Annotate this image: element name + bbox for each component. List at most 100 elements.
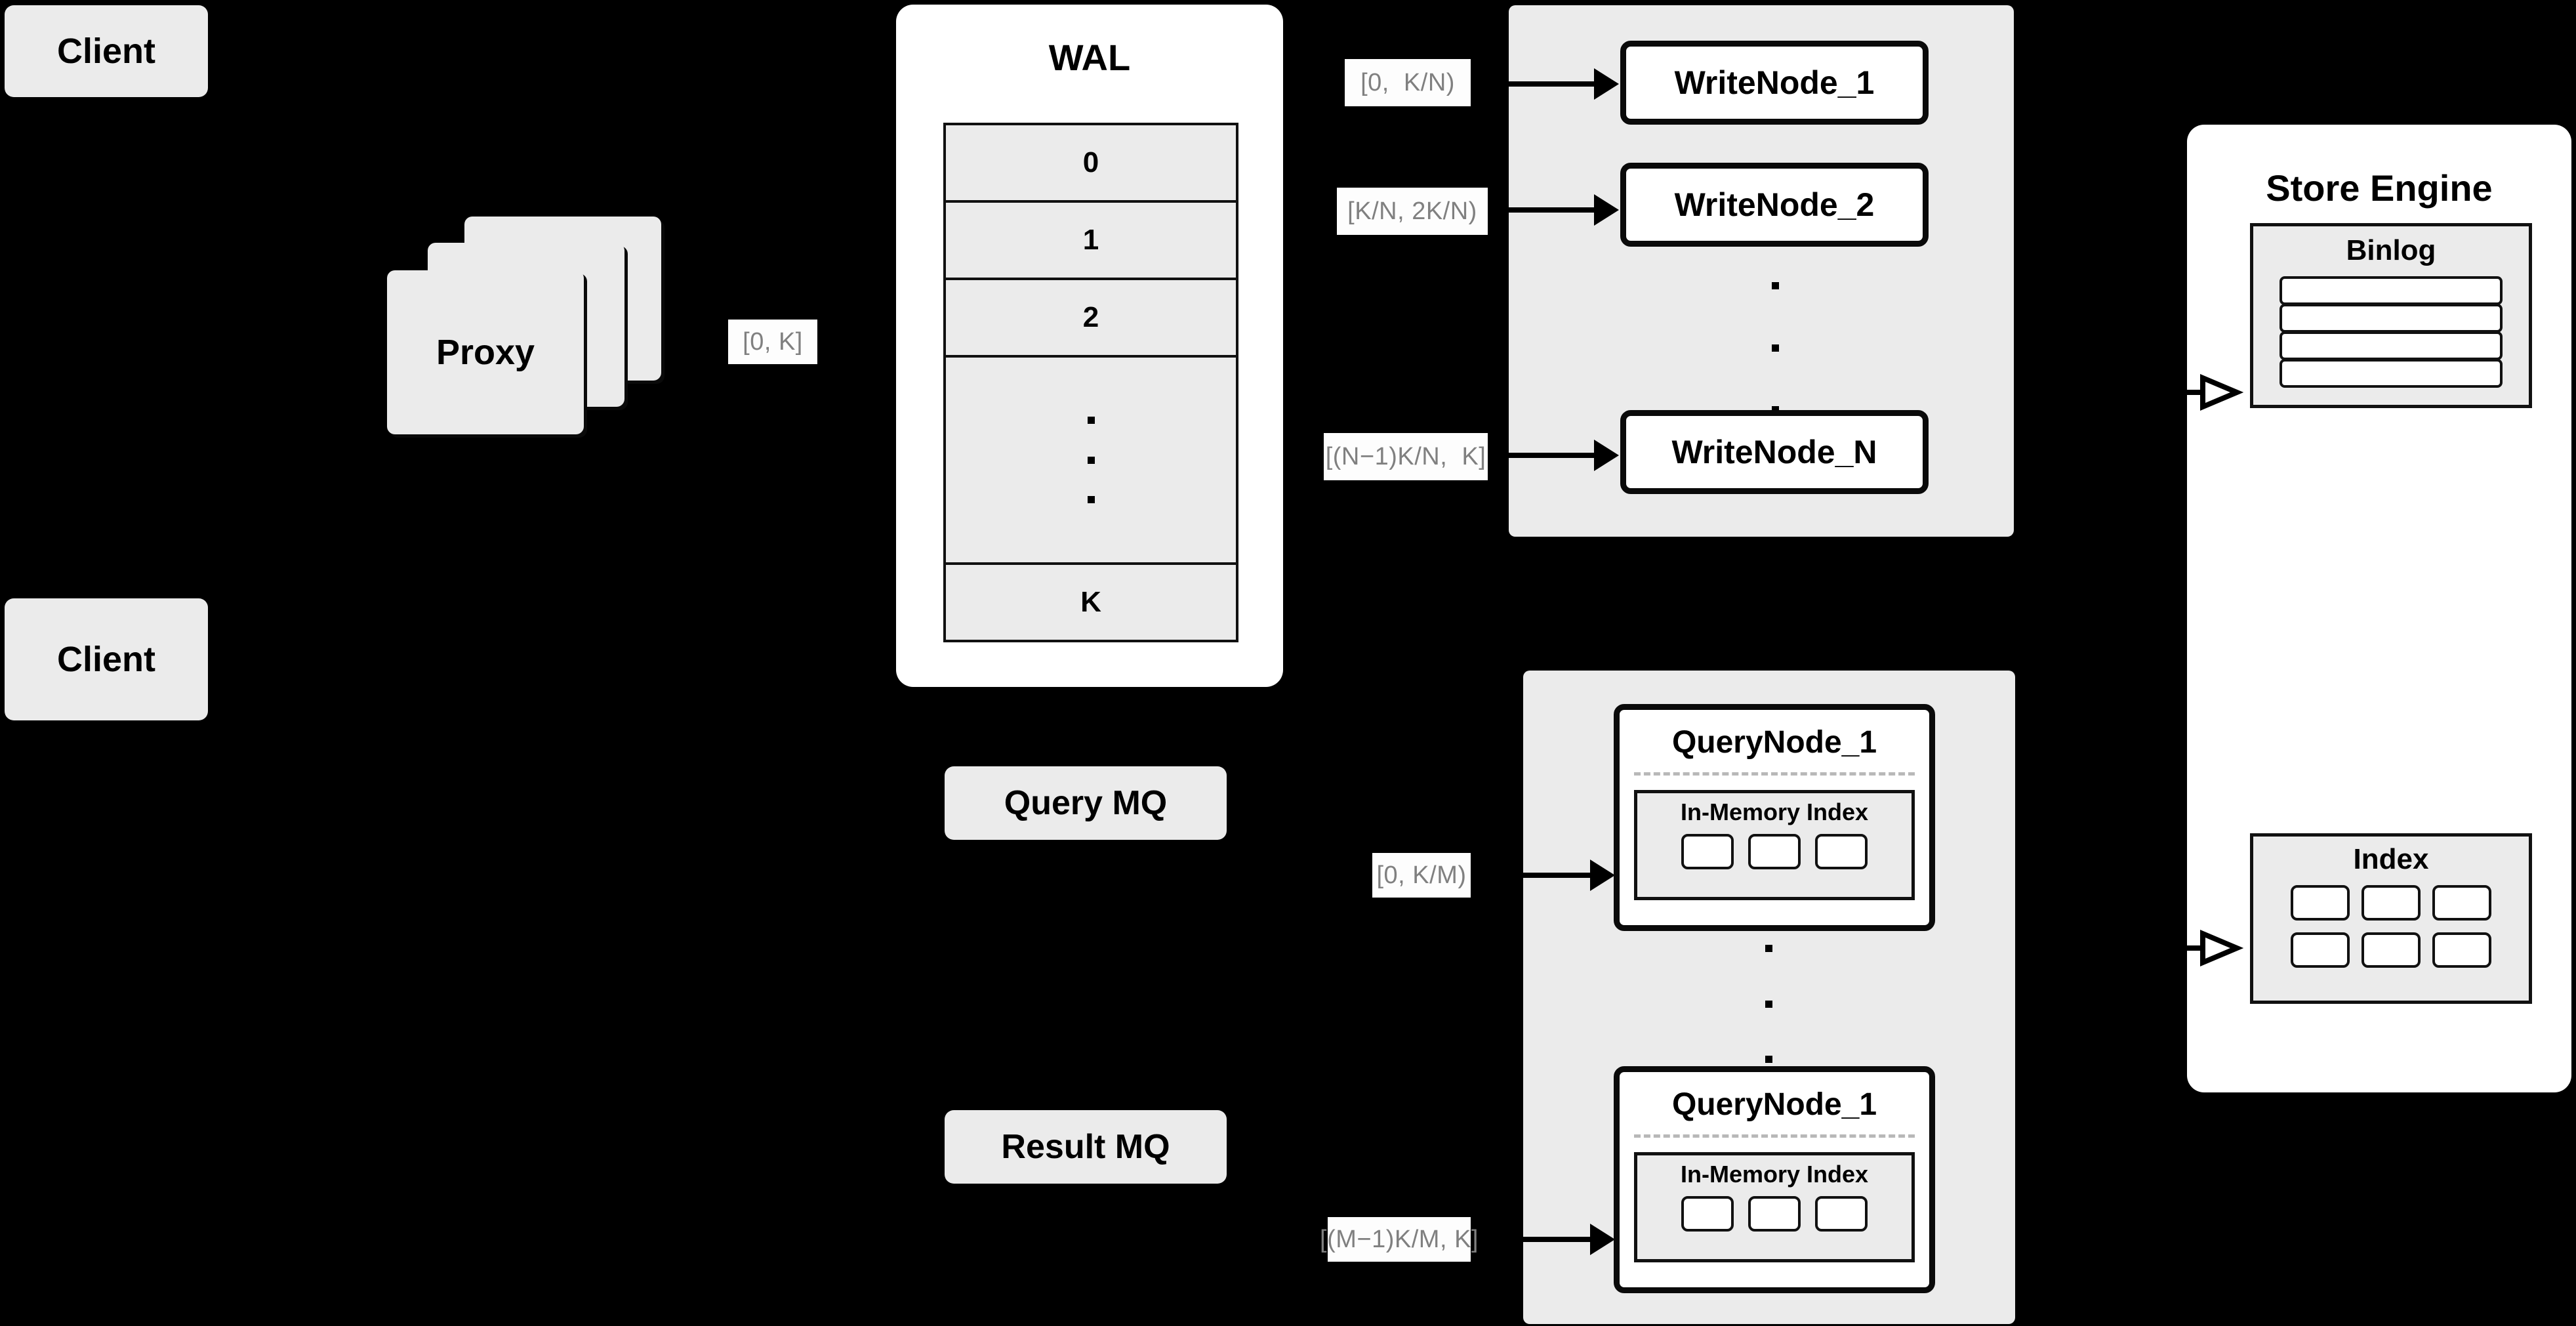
wal-card: WAL 0 1 2 K [896,5,1283,687]
binlog-rows [2280,276,2503,388]
proxy-label: Proxy [436,333,535,372]
binlog-row[interactable] [2280,276,2503,305]
arrow-shaft [1490,1237,1590,1242]
arrow-head-filled-icon [1594,194,1619,226]
write-node-2[interactable]: WriteNode_2 [1620,163,1929,247]
arrow-head-filled-icon [1590,860,1615,891]
index-tile[interactable] [1681,1196,1734,1232]
store-index-tile[interactable] [2291,885,2350,921]
index-tile[interactable] [1815,834,1868,869]
index-title-text: Index [2353,843,2429,875]
write-panel-ellipsis [1771,282,1779,413]
wal-cell-ellipsis [943,355,1238,562]
arrow-to-query-node-2 [1490,1224,1622,1255]
index-tile[interactable] [1748,1196,1801,1232]
query-node-2-range-label: [(M−1)K/M, K] [1320,1217,1478,1262]
arrow-head-filled-icon [1590,1224,1615,1255]
store-index-tile[interactable] [2361,932,2421,968]
query-node-2-label: QueryNode_1 [1671,1087,1877,1122]
store-engine-title-text: Store Engine [2266,167,2493,209]
write-node-1[interactable]: WriteNode_1 [1620,41,1929,125]
arrow-shaft [1494,207,1594,213]
store-engine-card: Store Engine Binlog Index [2187,125,2571,1092]
arrow-to-query-node-1 [1490,860,1622,891]
query-node-2-divider [1634,1134,1915,1138]
arrow-to-write-node-n [1494,440,1625,471]
store-index-tile[interactable] [2432,885,2491,921]
arrow-to-binlog [2165,373,2263,412]
arrow-shaft [1494,81,1594,87]
arrow-head-filled-icon [1594,440,1619,471]
arrow-head-filled-icon [1594,68,1619,100]
write-node-n-range-text: [(N−1)K/N, K] [1325,442,1486,470]
result-mq-label: Result MQ [1001,1128,1170,1166]
index-box[interactable]: Index [2250,833,2532,1004]
in-memory-index-2[interactable]: In-Memory Index [1634,1152,1915,1262]
proxy-output-range-text: [0, K] [743,327,803,356]
wal-cell[interactable]: 1 [943,200,1238,278]
write-node-1-range-label: [0, K/N) [1345,59,1471,106]
query-node-2-title: QueryNode_1 [1620,1087,1929,1123]
write-node-n-range-label: [(N−1)K/N, K] [1324,433,1488,480]
index-tile[interactable] [1681,834,1734,869]
store-engine-title: Store Engine [2187,167,2571,209]
in-memory-index-1-title: In-Memory Index [1637,798,1912,826]
in-memory-index-2-title: In-Memory Index [1637,1161,1912,1188]
wal-cell-text: K [1080,586,1101,618]
query-mq-box[interactable]: Query MQ [945,766,1227,840]
arrow-to-index [2165,928,2263,968]
result-mq-box[interactable]: Result MQ [945,1110,1227,1184]
write-node-n[interactable]: WriteNode_N [1620,410,1929,494]
wal-cell-text: 0 [1082,146,1099,178]
query-panel-ellipsis [1765,945,1772,1063]
write-node-2-range-label: [K/N, 2K/N) [1337,188,1488,235]
wal-title: WAL [896,36,1283,79]
query-node-1-range-label: [0, K/M) [1372,853,1471,898]
client-box-1[interactable]: Client [5,5,208,97]
binlog-row[interactable] [2280,359,2503,388]
binlog-title-text: Binlog [2346,234,2436,266]
query-node-1-title: QueryNode_1 [1620,724,1929,760]
arrow-head-open-icon [2165,929,2244,967]
arrow-to-write-node-1 [1494,68,1625,100]
in-memory-index-1-label: In-Memory Index [1680,798,1869,825]
store-index-tile[interactable] [2432,932,2491,968]
in-memory-index-2-label: In-Memory Index [1680,1161,1869,1188]
binlog-row[interactable] [2280,331,2503,360]
proxy-card-front[interactable]: Proxy [387,270,584,434]
client-box-2[interactable]: Client [5,598,208,720]
binlog-row[interactable] [2280,304,2503,333]
wal-cell-text: 1 [1082,224,1099,256]
wal-cell-text: 2 [1082,301,1099,333]
query-node-2-range-text: [(M−1)K/M, K] [1320,1225,1479,1253]
wal-cell[interactable]: 2 [943,278,1238,355]
query-node-1[interactable]: QueryNode_1 In-Memory Index [1614,704,1935,931]
binlog-title: Binlog [2253,234,2529,267]
wal-title-text: WAL [1048,37,1131,78]
index-title: Index [2253,843,2529,876]
proxy-stack[interactable]: Proxy [380,217,676,440]
wal-cell[interactable]: K [943,562,1238,642]
query-node-2[interactable]: QueryNode_1 In-Memory Index [1614,1066,1935,1293]
query-node-1-divider [1634,772,1915,776]
index-tile-grid [2273,885,2509,968]
wal-ellipsis-dots [1087,417,1095,503]
write-node-2-label: WriteNode_2 [1674,186,1875,223]
client-label-1: Client [56,31,155,71]
wal-cell[interactable]: 0 [943,123,1238,200]
proxy-output-range-label: [0, K] [728,320,817,364]
store-index-tile[interactable] [2361,885,2421,921]
write-node-1-label: WriteNode_1 [1674,64,1875,101]
in-memory-index-2-tiles [1637,1196,1912,1232]
query-node-1-range-text: [0, K/M) [1376,861,1467,889]
wal-cell-list: 0 1 2 K [943,123,1238,642]
write-node-n-label: WriteNode_N [1671,434,1877,470]
index-tile[interactable] [1748,834,1801,869]
index-tile[interactable] [1815,1196,1868,1232]
arrow-head-open-icon [2165,373,2244,411]
binlog-box[interactable]: Binlog [2250,223,2532,408]
store-index-tile[interactable] [2291,932,2350,968]
arrow-shaft [1490,873,1590,878]
in-memory-index-1[interactable]: In-Memory Index [1634,790,1915,900]
